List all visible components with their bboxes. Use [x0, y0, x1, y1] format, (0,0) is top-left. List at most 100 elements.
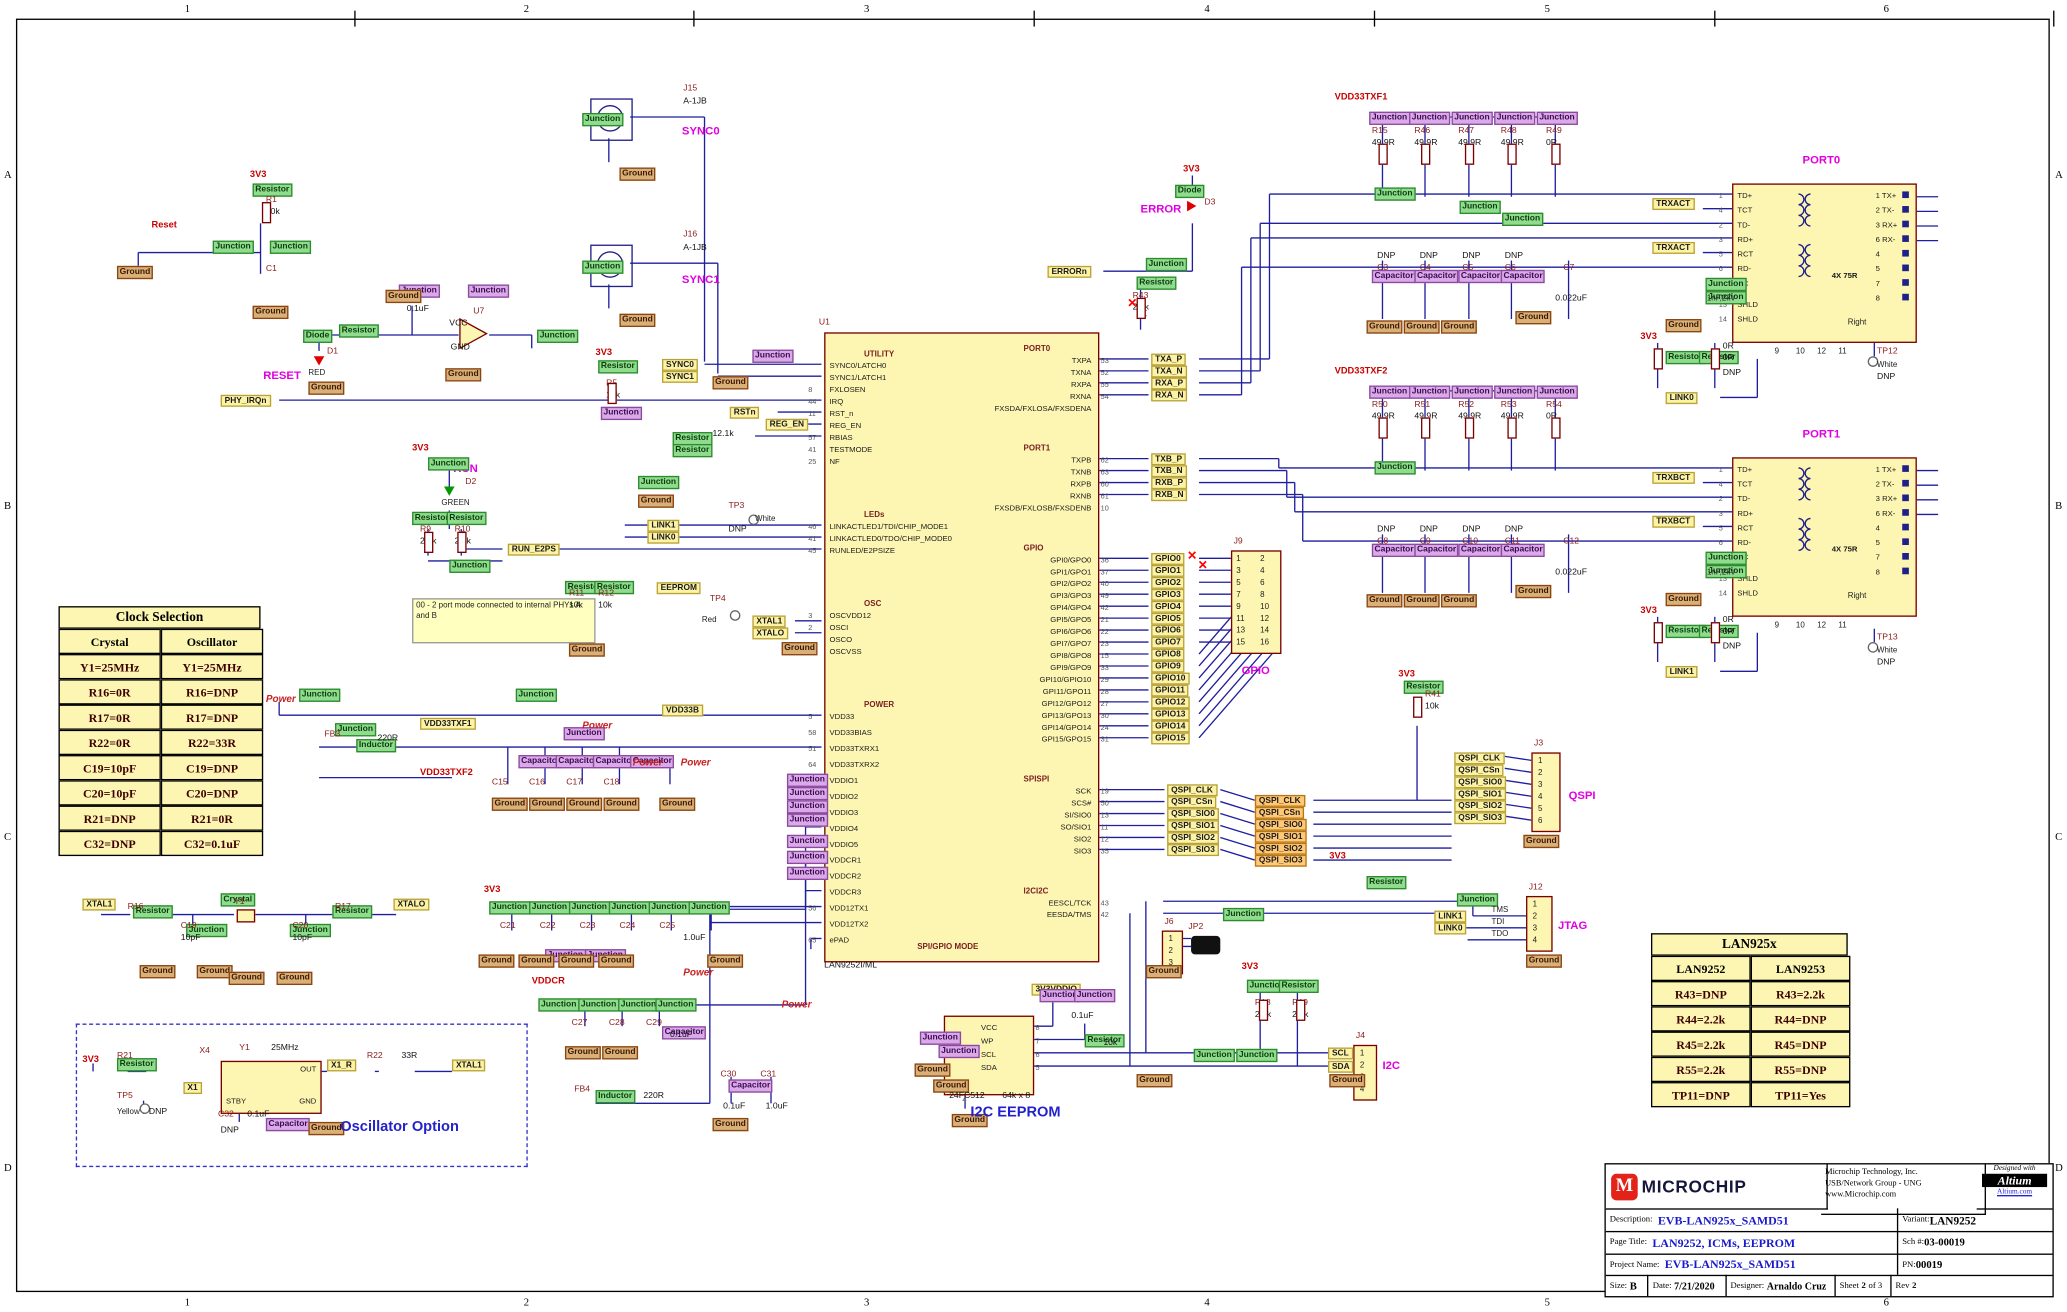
netlabel-rstn[interactable]: RSTn — [729, 406, 760, 420]
netlabel-gpio1[interactable]: GPIO1 — [1151, 564, 1185, 578]
resistor-body[interactable] — [261, 202, 272, 224]
resistor-body[interactable] — [1507, 143, 1517, 165]
resistor-body[interactable] — [1136, 297, 1146, 320]
label-i2c[interactable]: I2C — [1382, 1058, 1401, 1072]
netlabel-qspi_sio2[interactable]: QSPI_SIO2 — [1167, 832, 1219, 845]
netlabel-rxa_p[interactable]: RXA_P — [1151, 377, 1188, 390]
netlabel-rxb_n[interactable]: RXB_N — [1151, 489, 1188, 502]
netlabel-sync1[interactable]: SYNC1 — [661, 370, 698, 384]
netlabel-qspi_sio2[interactable]: QSPI_SIO2 — [1454, 800, 1506, 813]
netlabel-gpio8[interactable]: GPIO8 — [1151, 648, 1185, 661]
netlabel-run_e2ps[interactable]: RUN_E2PS — [507, 543, 560, 556]
resistor-body[interactable] — [1551, 143, 1561, 165]
resistor-body[interactable] — [1464, 143, 1475, 165]
resistor-body[interactable] — [1551, 417, 1561, 439]
netlabel-link0[interactable]: LINK0 — [1665, 392, 1698, 405]
netlabel-gpio0[interactable]: GPIO0 — [1151, 552, 1185, 566]
label-port0[interactable]: PORT0 — [1802, 152, 1841, 167]
resistor-body[interactable] — [607, 382, 617, 405]
netlabel-gpio6[interactable]: GPIO6 — [1151, 624, 1185, 638]
netlabel-gpio9[interactable]: GPIO9 — [1151, 660, 1185, 673]
jumper-jp2[interactable] — [1191, 935, 1221, 955]
label-sync1[interactable]: SYNC1 — [681, 272, 720, 286]
netlabel-gpio2[interactable]: GPIO2 — [1151, 576, 1185, 590]
netlabel-link1[interactable]: LINK1 — [1665, 665, 1698, 679]
resistor-body[interactable] — [1378, 143, 1388, 165]
label-port1[interactable]: PORT1 — [1802, 426, 1841, 440]
netlabel-txa_n[interactable]: TXA_N — [1151, 365, 1187, 378]
resistor-body[interactable] — [1653, 622, 1663, 644]
resistor-body[interactable] — [1464, 417, 1475, 439]
netlabel-qspi_sio2[interactable]: QSPI_SIO2 — [1254, 842, 1307, 856]
resistor-body[interactable] — [1507, 417, 1517, 439]
testpoint-tp4[interactable] — [729, 610, 741, 621]
port-connector-J2[interactable] — [1732, 457, 1917, 617]
testpoint-tp3[interactable] — [748, 514, 760, 526]
ic-u1-lan9252[interactable] — [824, 332, 1100, 963]
header-j3[interactable] — [1531, 752, 1561, 833]
resistor-body[interactable] — [1653, 348, 1663, 370]
netlabel-trxact[interactable]: TRXACT — [1652, 198, 1695, 211]
testpoint-tp5[interactable] — [139, 1103, 151, 1114]
label-qspi[interactable]: QSPI — [1568, 788, 1596, 802]
netlabel-xtalo[interactable]: XTALO — [752, 627, 789, 640]
netlabel-link0[interactable]: LINK0 — [1434, 922, 1467, 935]
port-connector-J1[interactable] — [1732, 183, 1917, 343]
resistor-body[interactable] — [1710, 348, 1721, 370]
resistor-body[interactable] — [457, 531, 467, 553]
netlabel-trxact[interactable]: TRXACT — [1652, 241, 1695, 255]
netlabel-qspi_clk[interactable]: QSPI_CLK — [1454, 752, 1505, 765]
netlabel-gpio10[interactable]: GPIO10 — [1151, 672, 1190, 685]
netlabel-gpio11[interactable]: GPIO11 — [1151, 684, 1189, 697]
netlabel-xtalo[interactable]: XTALO — [393, 898, 430, 911]
netlabel-link1[interactable]: LINK1 — [647, 519, 680, 533]
label-jtag[interactable]: JTAG — [1557, 918, 1588, 932]
header-j12[interactable] — [1526, 895, 1553, 952]
netlabel-gpio4[interactable]: GPIO4 — [1151, 600, 1185, 614]
resistor-body[interactable] — [1296, 999, 1306, 1021]
altium-site-link[interactable]: Altium.com — [1996, 1188, 2033, 1197]
netlabel-txa_p[interactable]: TXA_P — [1151, 353, 1187, 366]
netlabel-qspi_sio1[interactable]: QSPI_SIO1 — [1254, 830, 1307, 844]
netlabel-qspi_clk[interactable]: QSPI_CLK — [1254, 794, 1305, 808]
netlabel-qspi_sio1[interactable]: QSPI_SIO1 — [1167, 820, 1219, 833]
netlabel-xtal1[interactable]: XTAL1 — [82, 898, 117, 911]
netlabel-scl[interactable]: SCL — [1327, 1047, 1353, 1060]
header-j4[interactable] — [1353, 1044, 1378, 1101]
netlabel-qspi_sio3[interactable]: QSPI_SIO3 — [1167, 844, 1219, 857]
netlabel-gpio13[interactable]: GPIO13 — [1151, 708, 1190, 721]
netlabel-vdd33txf1[interactable]: VDD33TXF1 — [420, 717, 476, 731]
netlabel-qspi_csn[interactable]: QSPI_CSn — [1454, 764, 1504, 777]
netlabel-link0[interactable]: LINK0 — [647, 531, 680, 544]
resistor-body[interactable] — [424, 531, 434, 553]
testpoint-tp13[interactable] — [1867, 642, 1879, 653]
netlabel-gpio7[interactable]: GPIO7 — [1151, 636, 1185, 650]
netlabel-link1[interactable]: LINK1 — [1434, 910, 1467, 923]
led-d1[interactable] — [313, 356, 325, 366]
netlabel-qspi_clk[interactable]: QSPI_CLK — [1167, 784, 1217, 797]
netlabel-qspi_sio0[interactable]: QSPI_SIO0 — [1167, 808, 1219, 821]
netlabel-xtal1[interactable]: XTAL1 — [752, 615, 787, 628]
resistor-body[interactable] — [1413, 696, 1423, 718]
oscillator-module[interactable]: OUT STBY GND — [220, 1060, 322, 1114]
netlabel-eeprom[interactable]: EEPROM — [656, 582, 701, 595]
netlabel-trxbct[interactable]: TRXBCT — [1652, 515, 1695, 529]
netlabel-sync0[interactable]: SYNC0 — [661, 358, 698, 372]
netlabel-txb_n[interactable]: TXB_N — [1151, 465, 1187, 478]
netlabel-qspi_sio1[interactable]: QSPI_SIO1 — [1454, 788, 1506, 801]
header-j9[interactable] — [1230, 550, 1282, 655]
netlabel-reg_en[interactable]: REG_EN — [765, 418, 809, 432]
label-sync0[interactable]: SYNC0 — [681, 123, 720, 137]
resistor-body[interactable] — [1421, 417, 1431, 439]
netlabel-gpio5[interactable]: GPIO5 — [1151, 612, 1185, 626]
led-d2[interactable] — [443, 486, 455, 496]
label-error[interactable]: ERROR — [1140, 202, 1182, 216]
label-reset[interactable]: RESET — [263, 368, 301, 382]
netlabel-vdd33b[interactable]: VDD33B — [661, 704, 704, 717]
netlabel-qspi_sio3[interactable]: QSPI_SIO3 — [1254, 854, 1307, 868]
resistor-body[interactable] — [1710, 622, 1721, 644]
buffer-u7[interactable] — [457, 316, 489, 357]
led-d3[interactable] — [1187, 200, 1197, 212]
netlabel-rxa_n[interactable]: RXA_N — [1151, 389, 1188, 402]
netlabel-qspi_sio0[interactable]: QSPI_SIO0 — [1454, 776, 1506, 789]
